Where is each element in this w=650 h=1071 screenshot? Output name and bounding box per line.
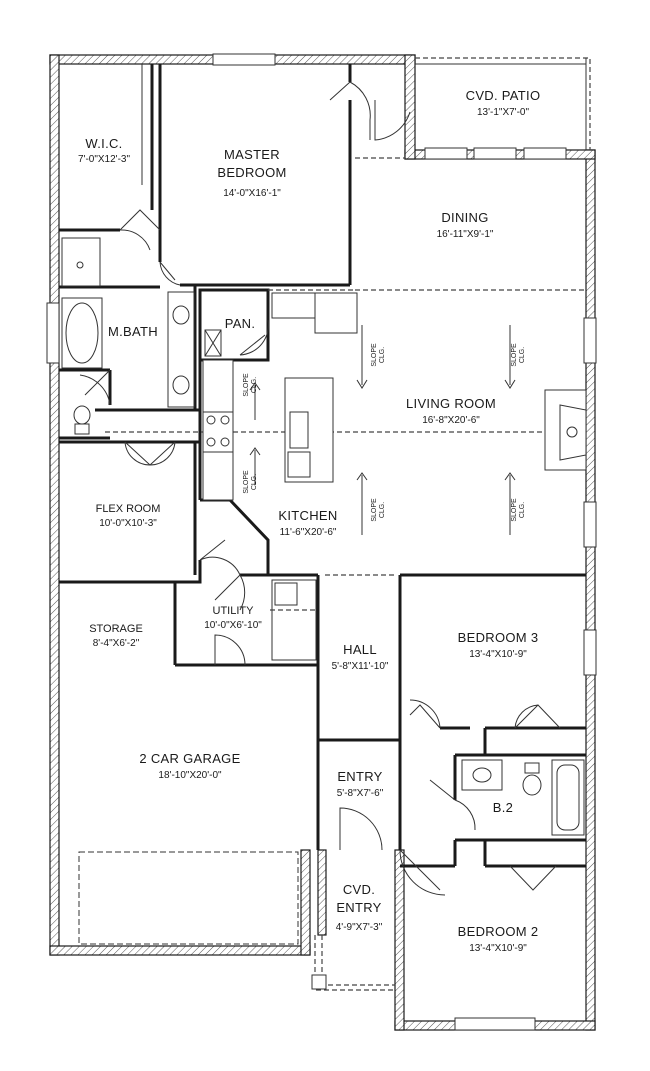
room-cvd-patio: CVD. PATIO 13'-1"X7'-0" — [466, 88, 541, 118]
svg-text:DINING: DINING — [441, 210, 488, 225]
doors — [79, 81, 561, 896]
svg-text:BEDROOM 2: BEDROOM 2 — [458, 924, 539, 939]
svg-text:11'-6"X20'-6": 11'-6"X20'-6" — [280, 527, 337, 538]
windows — [46, 53, 597, 1031]
svg-text:13'-1"X7'-0": 13'-1"X7'-0" — [477, 107, 530, 118]
slope-note-1: SLOPECLG. — [243, 373, 258, 397]
svg-text:HALL: HALL — [343, 642, 377, 657]
room-storage: STORAGE 8'-4"X6'-2" — [89, 623, 143, 649]
room-garage: 2 CAR GARAGE 18'-10"X20'-0" — [139, 751, 240, 781]
svg-text:10'-0"X6'-10": 10'-0"X6'-10" — [204, 620, 262, 631]
cvd-entry-outline — [311, 935, 395, 991]
room-master-bedroom: MASTER BEDROOM 14'-0"X16'-1" — [217, 147, 286, 199]
room-hall: HALL 5'-8"X11'-10" — [332, 642, 389, 672]
room-entry: ENTRY 5'-8"X7'-6" — [337, 769, 384, 799]
svg-text:LIVING ROOM: LIVING ROOM — [406, 396, 496, 411]
room-pantry: PAN. — [225, 316, 256, 331]
svg-text:BEDROOM 3: BEDROOM 3 — [458, 630, 539, 645]
room-bath-2: B.2 — [493, 800, 513, 815]
svg-text:16'-8"X20'-6": 16'-8"X20'-6" — [422, 415, 480, 426]
svg-text:M.BATH: M.BATH — [108, 324, 158, 339]
svg-text:B.2: B.2 — [493, 800, 513, 815]
slope-note-3: SLOPECLG. — [371, 343, 386, 367]
svg-text:2 CAR GARAGE: 2 CAR GARAGE — [139, 751, 240, 766]
svg-text:STORAGE: STORAGE — [89, 623, 143, 635]
svg-text:14'-0"X16'-1": 14'-0"X16'-1" — [223, 188, 281, 199]
room-dining: DINING 16'-11"X9'-1" — [437, 210, 494, 240]
slope-arrows — [249, 325, 516, 535]
svg-text:5'-8"X11'-10": 5'-8"X11'-10" — [332, 661, 389, 672]
svg-text:FLEX ROOM: FLEX ROOM — [96, 503, 161, 515]
svg-text:5'-8"X7'-6": 5'-8"X7'-6" — [337, 788, 384, 799]
svg-text:UTILITY: UTILITY — [213, 605, 255, 617]
slope-note-2: SLOPECLG. — [243, 470, 258, 494]
svg-text:4'-9"X7'-3": 4'-9"X7'-3" — [336, 922, 383, 933]
svg-text:W.I.C.: W.I.C. — [85, 136, 122, 151]
patio-outline — [415, 57, 591, 150]
svg-text:18'-10"X20'-0": 18'-10"X20'-0" — [158, 770, 222, 781]
svg-text:BEDROOM: BEDROOM — [217, 165, 286, 180]
svg-text:CVD.: CVD. — [343, 882, 375, 897]
svg-text:13'-4"X10'-9": 13'-4"X10'-9" — [469, 649, 527, 660]
svg-text:8'-4"X6'-2": 8'-4"X6'-2" — [93, 638, 140, 649]
svg-text:ENTRY: ENTRY — [336, 900, 381, 915]
svg-text:MASTER: MASTER — [224, 147, 280, 162]
svg-text:13'-4"X10'-9": 13'-4"X10'-9" — [469, 943, 527, 954]
room-bedroom-3: BEDROOM 3 13'-4"X10'-9" — [458, 630, 539, 660]
slope-note-4: SLOPECLG. — [511, 343, 526, 367]
room-kitchen: KITCHEN 11'-6"X20'-6" — [278, 508, 337, 538]
svg-text:7'-0"X12'-3": 7'-0"X12'-3" — [78, 154, 131, 165]
room-utility: UTILITY 10'-0"X6'-10" — [204, 605, 262, 631]
svg-text:CVD. PATIO: CVD. PATIO — [466, 88, 541, 103]
room-mbath: M.BATH — [108, 324, 158, 339]
svg-text:ENTRY: ENTRY — [337, 769, 382, 784]
svg-text:16'-11"X9'-1": 16'-11"X9'-1" — [437, 229, 494, 240]
ceiling-notes: SLOPECLG. SLOPECLG. SLOPECLG. SLOPECLG. … — [243, 343, 526, 522]
svg-text:KITCHEN: KITCHEN — [278, 508, 337, 523]
svg-text:PAN.: PAN. — [225, 316, 256, 331]
svg-text:10'-0"X10'-3": 10'-0"X10'-3" — [99, 518, 157, 529]
slope-note-6: SLOPECLG. — [511, 498, 526, 522]
room-flex: FLEX ROOM 10'-0"X10'-3" — [96, 503, 161, 529]
room-labels: W.I.C. 7'-0"X12'-3" MASTER BEDROOM 14'-0… — [78, 88, 540, 954]
room-wic: W.I.C. 7'-0"X12'-3" — [78, 136, 131, 165]
slope-note-5: SLOPECLG. — [371, 498, 386, 522]
room-bedroom-2: BEDROOM 2 13'-4"X10'-9" — [458, 924, 539, 954]
room-cvd-entry: CVD. ENTRY 4'-9"X7'-3" — [336, 882, 383, 933]
room-living: LIVING ROOM 16'-8"X20'-6" — [406, 396, 496, 426]
interior-walls — [59, 64, 586, 868]
fixtures — [61, 237, 587, 945]
